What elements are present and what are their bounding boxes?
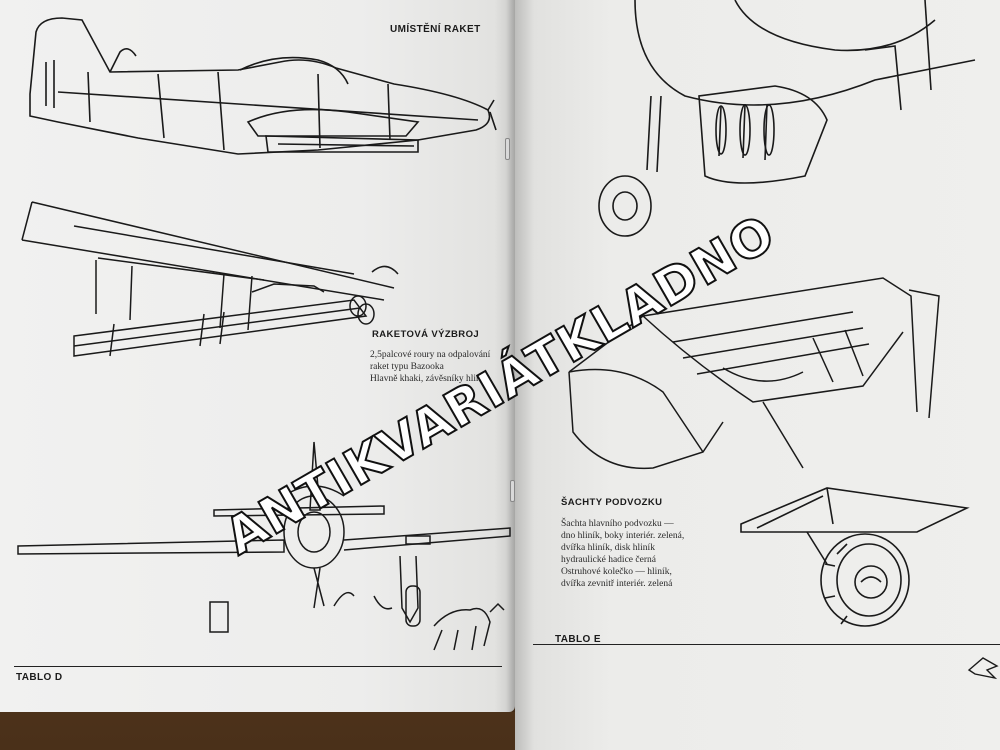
gear-bays-line-2: dno hliník, boky interiér. zelená, [561, 531, 685, 541]
gear-bays-line-1: Šachta hlavního podvozku — [561, 519, 674, 529]
rocket-placement-heading: UMÍSTĚNÍ RAKET [390, 24, 481, 35]
left-footer-rule [14, 666, 502, 667]
right-page-footer: TABLO E [555, 634, 601, 645]
corner-logo-drawing [967, 652, 1000, 682]
rocket-armament-heading: RAKETOVÁ VÝZBROJ [372, 329, 480, 340]
gear-bays-line-6: dvířka zevnitř interiér. zelená [561, 579, 673, 589]
staple-bottom [510, 480, 515, 502]
gear-bays-heading: ŠACHTY PODVOZKU [561, 497, 663, 508]
wheel-well-drawing [563, 272, 943, 482]
tail-wheel-drawing [737, 484, 977, 634]
armament-line-3: Hlavně khaki, závěsníky hliník [370, 374, 489, 384]
gear-bays-line-4: hydraulické hadice černá [561, 555, 656, 565]
right-page: ŠACHTY PODVOZKU Šachta hlavního podvozku… [515, 0, 1000, 750]
gear-bays-line-5: Ostruhové kolečko — hliník, [561, 567, 672, 577]
bazooka-rocket-tubes-drawing [14, 196, 414, 376]
aircraft-front-view-drawing [14, 436, 514, 666]
staple-top [505, 138, 510, 160]
armament-line-1: 2,5palcové roury na odpalování [370, 350, 491, 360]
left-page: UMÍSTĚNÍ RAKET RAKETOVÁ VÝZBROJ 2,5palco… [0, 0, 515, 712]
aircraft-side-view-drawing [18, 12, 498, 172]
armament-line-2: raket typu Bazooka [370, 362, 444, 372]
gear-bays-line-3: dvířka hliník, disk hliník [561, 543, 655, 553]
right-footer-rule [533, 644, 1000, 645]
main-landing-gear-drawing [595, 0, 1000, 245]
left-page-footer: TABLO D [16, 672, 63, 683]
